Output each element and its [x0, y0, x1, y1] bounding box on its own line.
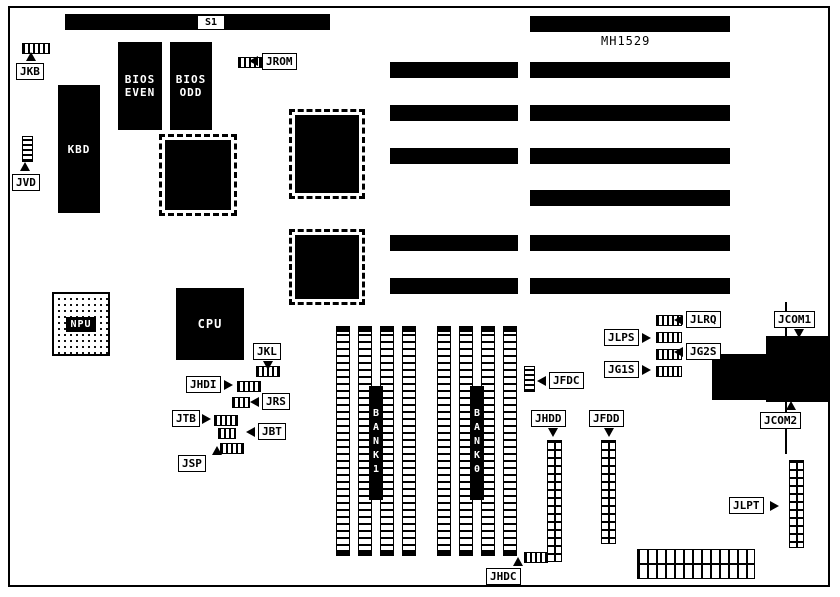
- callout-jkb: JKB: [16, 63, 44, 80]
- jfdc-connector: [524, 366, 535, 392]
- callout-jlrq: JLRQ: [686, 311, 721, 328]
- bank1-label: BANK1: [369, 386, 383, 500]
- jtb-connector: [214, 415, 238, 426]
- callout-pointer: [548, 428, 558, 437]
- io-chip: [712, 354, 766, 400]
- qfp-chip: [159, 134, 237, 216]
- s1-label: S1: [197, 15, 225, 30]
- jg1s-connector: [656, 366, 682, 377]
- jhdd-header: [547, 440, 562, 562]
- callout-pointer: [537, 376, 546, 386]
- jsp-connector: [220, 443, 244, 454]
- isa-slot-segment: [390, 105, 518, 121]
- callout-jlpt: JLPT: [729, 497, 764, 514]
- jhdc-connector: [524, 552, 548, 563]
- isa-slot-segment: [530, 190, 730, 206]
- jlps-connector: [656, 332, 682, 343]
- callout-pointer: [674, 347, 683, 357]
- callout-pointer: [212, 446, 222, 455]
- power-connector: [637, 549, 755, 579]
- callout-jhdc: JHDC: [486, 568, 521, 585]
- callout-pointer: [26, 52, 36, 61]
- callout-pointer: [263, 361, 273, 370]
- qfp-chip: [289, 229, 365, 305]
- callout-jrom: JROM: [262, 53, 297, 70]
- callout-jg2s: JG2S: [686, 343, 721, 360]
- simm-socket: [402, 326, 416, 556]
- callout-pointer: [20, 162, 30, 171]
- isa-slot-segment: [530, 235, 730, 251]
- callout-pointer: [642, 365, 651, 375]
- jfdd-header: [601, 440, 616, 544]
- npu-socket: NPU: [52, 292, 110, 356]
- jhdi-connector: [237, 381, 261, 392]
- jrs-connector: [232, 397, 250, 408]
- com-port-connector: [766, 336, 828, 402]
- callout-jhdi: JHDI: [186, 376, 221, 393]
- jlpt-header: [789, 460, 804, 548]
- qfp-chip: [289, 109, 365, 199]
- board-model-label: MH1529: [601, 34, 651, 48]
- callout-pointer: [224, 380, 233, 390]
- cpu-chip: CPU: [176, 288, 244, 360]
- isa-slot-segment: [390, 278, 518, 294]
- board-outline: [8, 6, 830, 587]
- isa-slot-segment: [530, 105, 730, 121]
- callout-jsp: JSP: [178, 455, 206, 472]
- callout-jtb: JTB: [172, 410, 200, 427]
- callout-pointer: [642, 333, 651, 343]
- callout-jcom1: JCOM1: [774, 311, 816, 328]
- callout-jfdc: JFDC: [549, 372, 584, 389]
- isa-slot-segment: [530, 278, 730, 294]
- callout-pointer: [604, 428, 614, 437]
- callout-pointer: [246, 427, 255, 437]
- isa-slot-segment: [530, 62, 730, 78]
- callout-pointer: [674, 315, 683, 325]
- callout-jcom2: JCOM2: [760, 412, 802, 429]
- jkb-connector: [22, 43, 50, 54]
- simm-bank-0: BANK0: [437, 326, 517, 556]
- kbd-chip: KBD: [58, 85, 100, 213]
- isa-slot-segment: [390, 148, 518, 164]
- jbt-connector: [218, 428, 236, 439]
- callout-jvd: JVD: [12, 174, 40, 191]
- callout-jbt: JBT: [258, 423, 286, 440]
- callout-pointer: [513, 557, 523, 566]
- callout-pointer: [794, 329, 804, 338]
- isa-slot-segment: [390, 62, 518, 78]
- isa-slot-segment: [390, 235, 518, 251]
- callout-pointer: [249, 56, 258, 66]
- bios-even-chip: BIOS EVEN: [118, 42, 162, 130]
- callout-jhdd: JHDD: [531, 410, 566, 427]
- callout-jg1s: JG1S: [604, 361, 639, 378]
- callout-jrs: JRS: [262, 393, 290, 410]
- jvd-connector: [22, 136, 33, 162]
- bios-odd-chip: BIOS ODD: [170, 42, 212, 130]
- callout-jkl: JKL: [253, 343, 281, 360]
- isa-slot-segment: [530, 16, 730, 32]
- callout-pointer: [770, 501, 779, 511]
- simm-socket: [503, 326, 517, 556]
- callout-pointer: [786, 401, 796, 410]
- callout-pointer: [250, 397, 259, 407]
- simm-socket: [437, 326, 451, 556]
- bank0-label: BANK0: [470, 386, 484, 500]
- callout-jfdd: JFDD: [589, 410, 624, 427]
- simm-bank-1: BANK1: [336, 326, 416, 556]
- isa-slot-segment: [530, 148, 730, 164]
- simm-socket: [336, 326, 350, 556]
- npu-label: NPU: [66, 316, 96, 332]
- callout-jlps: JLPS: [604, 329, 639, 346]
- callout-pointer: [202, 414, 211, 424]
